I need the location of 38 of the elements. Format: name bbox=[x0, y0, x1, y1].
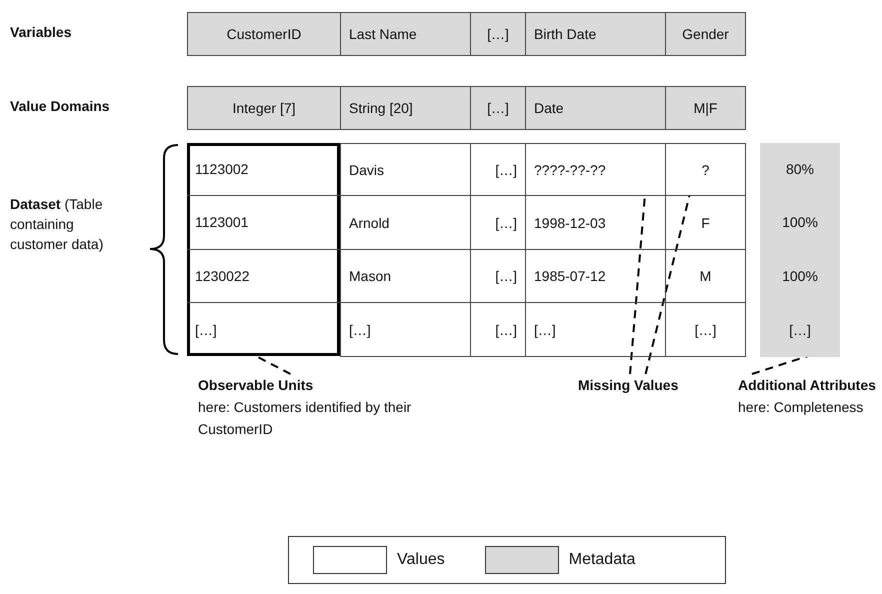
table-cell: 1123002 bbox=[187, 143, 340, 196]
table-cell: […] bbox=[340, 302, 471, 357]
table-cell: Davis bbox=[340, 143, 471, 196]
legend-label: Metadata bbox=[568, 551, 636, 569]
callout-title: Additional Attributes bbox=[738, 376, 876, 395]
table-cell: 80% bbox=[760, 143, 840, 196]
table-cell: Gender bbox=[665, 12, 746, 56]
table-cell-text: […] bbox=[194, 320, 218, 340]
callout-title: Observable Units bbox=[198, 376, 314, 395]
table-cell: 100% bbox=[760, 249, 840, 303]
row-label: Value Domains bbox=[10, 98, 111, 114]
table-cell: 100% bbox=[760, 195, 840, 250]
table-cell: Integer [7] bbox=[187, 86, 341, 130]
table-cell: Birth Date bbox=[525, 12, 666, 56]
callout-text: here: Customers identified by their CustomerID bbox=[198, 398, 412, 439]
table-cell: ? bbox=[665, 143, 746, 196]
row-label: Variables bbox=[10, 24, 72, 40]
table-cell: […] bbox=[760, 302, 840, 357]
column-outline bbox=[187, 143, 340, 356]
row-label: Dataset (Table containing customer data) bbox=[10, 195, 104, 254]
callout-title: Missing Values bbox=[578, 376, 678, 395]
metadata-column bbox=[760, 143, 840, 356]
table-cell: 1230022 bbox=[187, 249, 340, 303]
table-cell: M|F bbox=[665, 86, 746, 130]
callout-text: here: Completeness bbox=[738, 398, 864, 417]
table-cell: Date bbox=[525, 86, 666, 130]
leader-line bbox=[644, 196, 690, 374]
table-cell: […] bbox=[665, 302, 746, 357]
table-cell: String [20] bbox=[340, 86, 471, 130]
table-cell: Last Name bbox=[340, 12, 471, 56]
legend-label: Values bbox=[397, 551, 445, 569]
leader-line bbox=[255, 355, 291, 375]
table-cell: 1123001 bbox=[187, 195, 340, 250]
table-cell: CustomerID bbox=[187, 12, 341, 56]
table-cell: […] bbox=[470, 12, 526, 56]
leader-line bbox=[629, 196, 646, 374]
table-cell: […] bbox=[470, 86, 526, 130]
leader-line bbox=[752, 355, 808, 375]
